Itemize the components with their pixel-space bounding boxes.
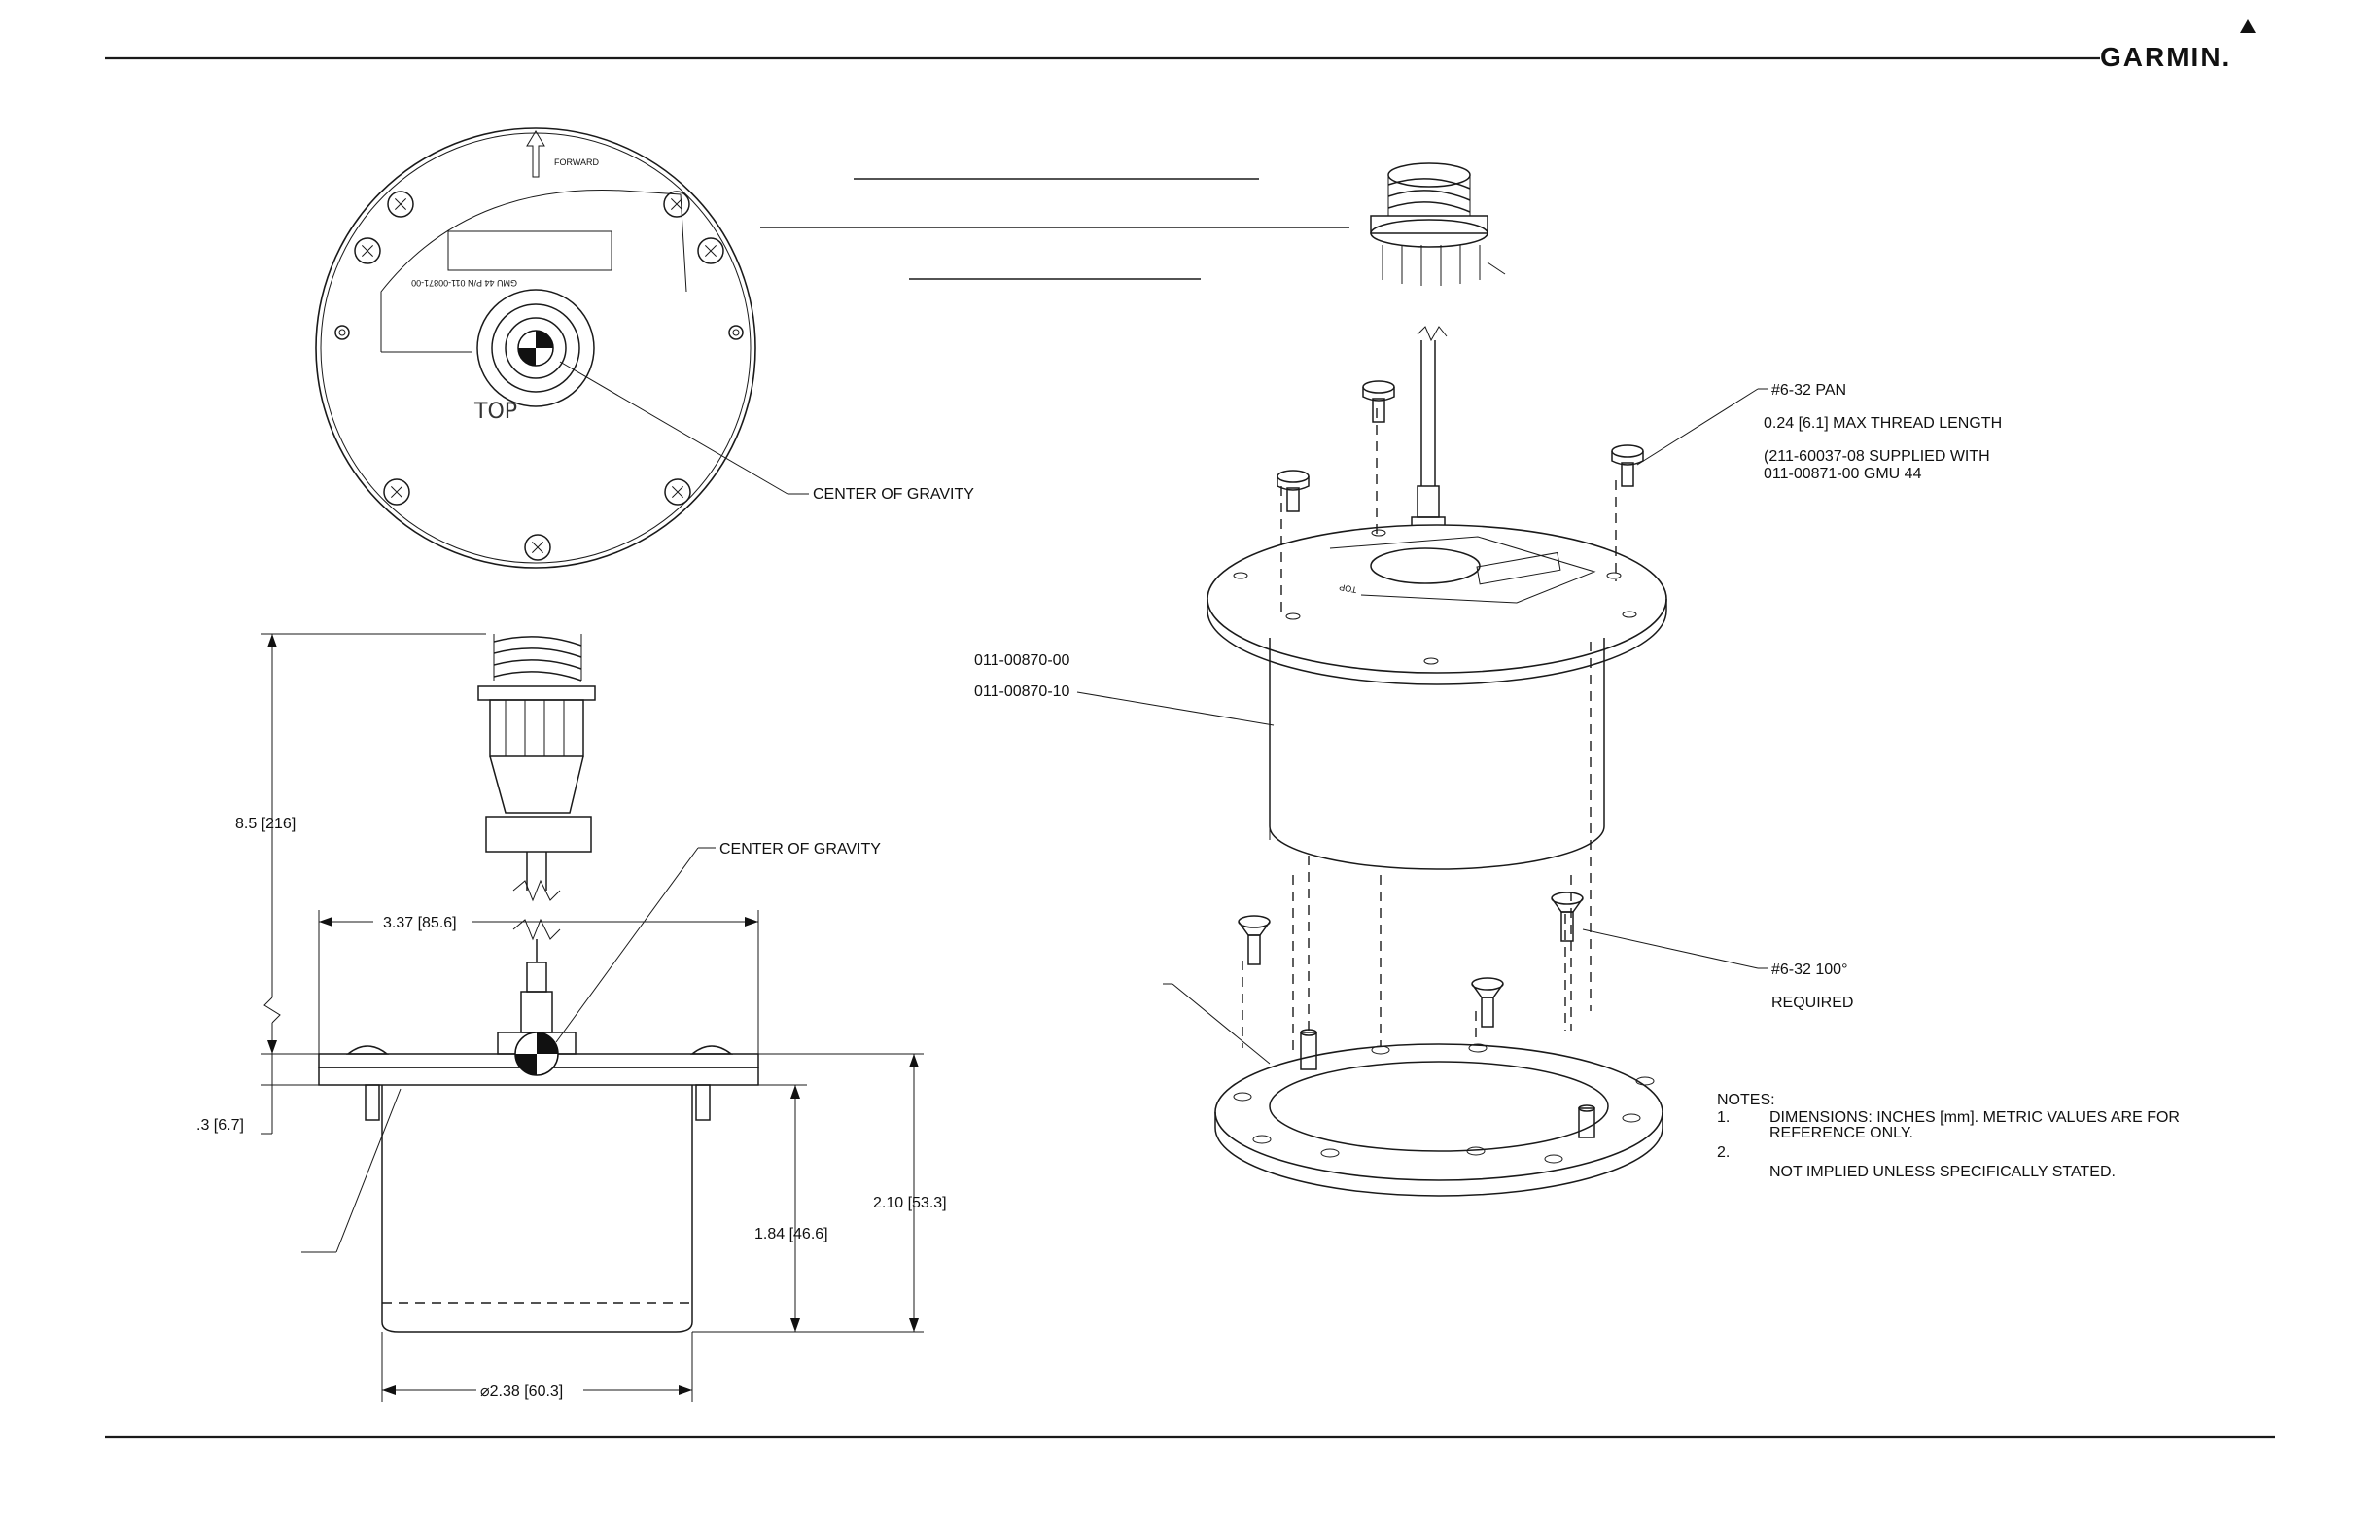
mast-base-inner — [491, 303, 580, 393]
cg-label-side: CENTER OF GRAVITY — [719, 841, 881, 858]
top-view: GMU 44 P/N 011-00871-00 TOP FORWARD — [315, 127, 974, 569]
iso-ring-holes — [1233, 1043, 1655, 1164]
note-1-number: 1. — [1717, 1109, 1730, 1126]
mount-hole-icon — [334, 325, 350, 340]
label-plate — [380, 189, 687, 352]
pan-screw-icon — [1362, 380, 1395, 423]
mount-hole-icon — [728, 325, 744, 340]
cable-coil — [493, 634, 582, 682]
forward-arrow-icon — [526, 130, 545, 178]
side-view: CENTER OF GRAVITY 8.5 [216] .3 [6.7] 3.3… — [196, 633, 947, 1402]
top-view-flange-inner-edge — [320, 132, 752, 564]
ring-leader — [1172, 983, 1271, 1065]
label-window — [447, 230, 612, 271]
housing-body — [381, 1085, 693, 1333]
screw-icon — [697, 237, 724, 264]
iso-flange-edge — [1207, 599, 1667, 685]
iso-flange-holes — [1233, 529, 1637, 665]
part-number-text: GMU 44 P/N 011-00871-00 — [411, 278, 517, 288]
iso-alignment-pin — [1578, 1104, 1595, 1138]
note-1-line-1: DIMENSIONS: INCHES [mm]. METRIC VALUES A… — [1769, 1109, 2180, 1126]
cg-leader-top — [559, 361, 788, 495]
pan-screw-label-4: 011-00871-00 GMU 44 — [1764, 466, 1922, 482]
iso-label-plate — [1329, 536, 1596, 604]
connector-body — [489, 699, 584, 757]
dim-overall-height: 2.10 [53.3] — [873, 1195, 947, 1211]
forward-label: FORWARD — [554, 158, 599, 167]
dim-flange-width: 3.37 [85.6] — [383, 915, 457, 931]
iso-mounting-ring — [1214, 1043, 1663, 1181]
screw-heads-top-view — [334, 191, 744, 561]
center-of-gravity-icon — [514, 1032, 559, 1076]
pan-screw-leader — [1636, 388, 1759, 466]
dim-body-height: 1.84 [46.6] — [754, 1226, 828, 1242]
isometric-view: TOP — [974, 162, 2002, 1197]
note-1-line-2: REFERENCE ONLY. — [1769, 1125, 1913, 1141]
dim-diameter: ⌀2.38 [60.3] — [480, 1383, 563, 1400]
flat-screw-icon — [1238, 915, 1271, 965]
mast-lower — [520, 991, 553, 1033]
screw-icon — [387, 191, 414, 218]
pan-screw-icon — [1611, 444, 1644, 487]
screw-head-right — [689, 1045, 734, 1055]
pan-screw-label-3: (211-60037-08 SUPPLIED WITH — [1764, 448, 1990, 465]
iso-ring-bore — [1269, 1061, 1609, 1152]
iso-label-window — [1476, 551, 1561, 585]
alignment-post-left — [365, 1084, 380, 1121]
garmin-logo: GARMIN. — [2100, 42, 2231, 72]
note-2-number: 2. — [1717, 1144, 1730, 1161]
iso-connector — [1370, 162, 1506, 286]
flat-screw-label-1: #6-32 100° — [1771, 962, 1847, 978]
iso-alignment-pin — [1300, 1029, 1317, 1070]
connector-taper — [489, 755, 584, 814]
mast-base-outer — [476, 289, 595, 407]
pan-screw-label-1: #6-32 PAN — [1771, 382, 1846, 399]
screw-head-left — [345, 1045, 390, 1055]
alignment-post-right — [695, 1084, 711, 1121]
notes-heading: NOTES: — [1717, 1092, 1775, 1108]
dim-total-height: 8.5 [216] — [235, 816, 296, 832]
pan-screw-label-2: 0.24 [6.1] MAX THREAD LENGTH — [1764, 415, 2002, 432]
screw-icon — [663, 191, 690, 218]
break-line — [1417, 326, 1448, 342]
iso-housing — [1269, 638, 1605, 870]
top-marking: TOP — [473, 400, 517, 424]
iso-mast-base — [1370, 547, 1481, 584]
connector-clip — [485, 816, 592, 853]
pan-screw-icon — [1277, 470, 1310, 512]
screw-icon — [524, 534, 551, 561]
part-number-leader — [1076, 691, 1275, 726]
screw-icon — [354, 237, 381, 264]
flat-screw-label-2: REQUIRED — [1771, 995, 1853, 1011]
break-line — [512, 918, 561, 941]
connector-collar — [477, 685, 596, 701]
note-2-line-2: NOT IMPLIED UNLESS SPECIFICALLY STATED. — [1769, 1164, 2116, 1180]
flat-screw-leader — [1582, 928, 1759, 969]
break-line — [512, 879, 561, 902]
cg-leader-side — [555, 847, 699, 1043]
mast-top — [526, 962, 547, 993]
dim-flange-thickness: .3 [6.7] — [196, 1117, 244, 1134]
side-body-leader — [335, 1088, 402, 1253]
mast-tube — [505, 317, 567, 379]
notes-block: NOTES: 1. DIMENSIONS: INCHES [mm]. METRI… — [1717, 1092, 2180, 1180]
screw-icon — [664, 478, 691, 506]
center-of-gravity-icon — [517, 330, 554, 367]
iso-top-marking: TOP — [1339, 582, 1358, 595]
cg-label-top: CENTER OF GRAVITY — [813, 486, 974, 503]
flat-screw-icon — [1471, 977, 1504, 1028]
part-number-2: 011-00870-10 — [974, 683, 1070, 700]
flat-screw-icon — [1551, 892, 1584, 942]
part-number-1: 011-00870-00 — [974, 652, 1070, 669]
screw-icon — [383, 478, 410, 506]
garmin-logo-triangle-icon — [2240, 19, 2256, 33]
